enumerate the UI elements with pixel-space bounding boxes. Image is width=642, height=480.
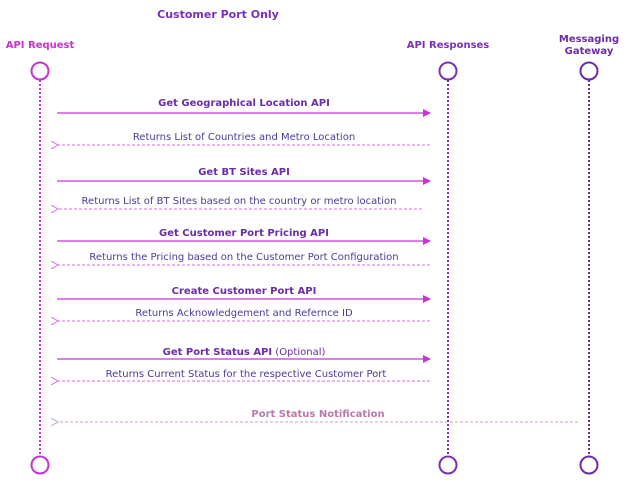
- actor-foot-api-responses: [438, 455, 458, 475]
- message-label-returns-current-status: Returns Current Status for the respectiv…: [106, 369, 387, 380]
- message-label-get-geo-location: Get Geographical Location API: [158, 98, 330, 109]
- message-label-get-port-status-extra: (Optional): [272, 347, 325, 358]
- diagram-title: Customer Port Only: [157, 8, 279, 21]
- message-label-get-port-status: Get Port Status API (Optional): [163, 347, 326, 358]
- message-label-returns-countries: Returns List of Countries and Metro Loca…: [133, 132, 355, 143]
- message-label-get-port-status-main: Get Port Status API: [163, 347, 273, 358]
- actor-head-api-request: [30, 61, 50, 81]
- actor-head-messaging-gateway: [579, 61, 599, 81]
- message-label-create-customer-port: Create Customer Port API: [172, 286, 317, 297]
- message-label-returns-pricing: Returns the Pricing based on the Custome…: [89, 252, 398, 263]
- message-label-returns-bt-sites: Returns List of BT Sites based on the co…: [82, 196, 397, 207]
- actor-label-messaging-gateway-line2: Gateway: [565, 46, 614, 57]
- message-label-returns-ack: Returns Acknowledgement and Refernce ID: [135, 308, 353, 319]
- actor-label-api-responses: API Responses: [407, 40, 490, 51]
- message-label-get-bt-sites: Get BT Sites API: [198, 167, 290, 178]
- actor-label-messaging-gateway-line1: Messaging: [559, 34, 619, 45]
- message-label-port-status-notification: Port Status Notification: [251, 409, 384, 420]
- actor-label-api-request: API Request: [6, 40, 75, 51]
- actor-head-api-responses: [438, 61, 458, 81]
- actor-foot-messaging-gateway: [579, 455, 599, 475]
- actor-foot-api-request: [30, 455, 50, 475]
- message-label-get-port-pricing: Get Customer Port Pricing API: [159, 228, 329, 239]
